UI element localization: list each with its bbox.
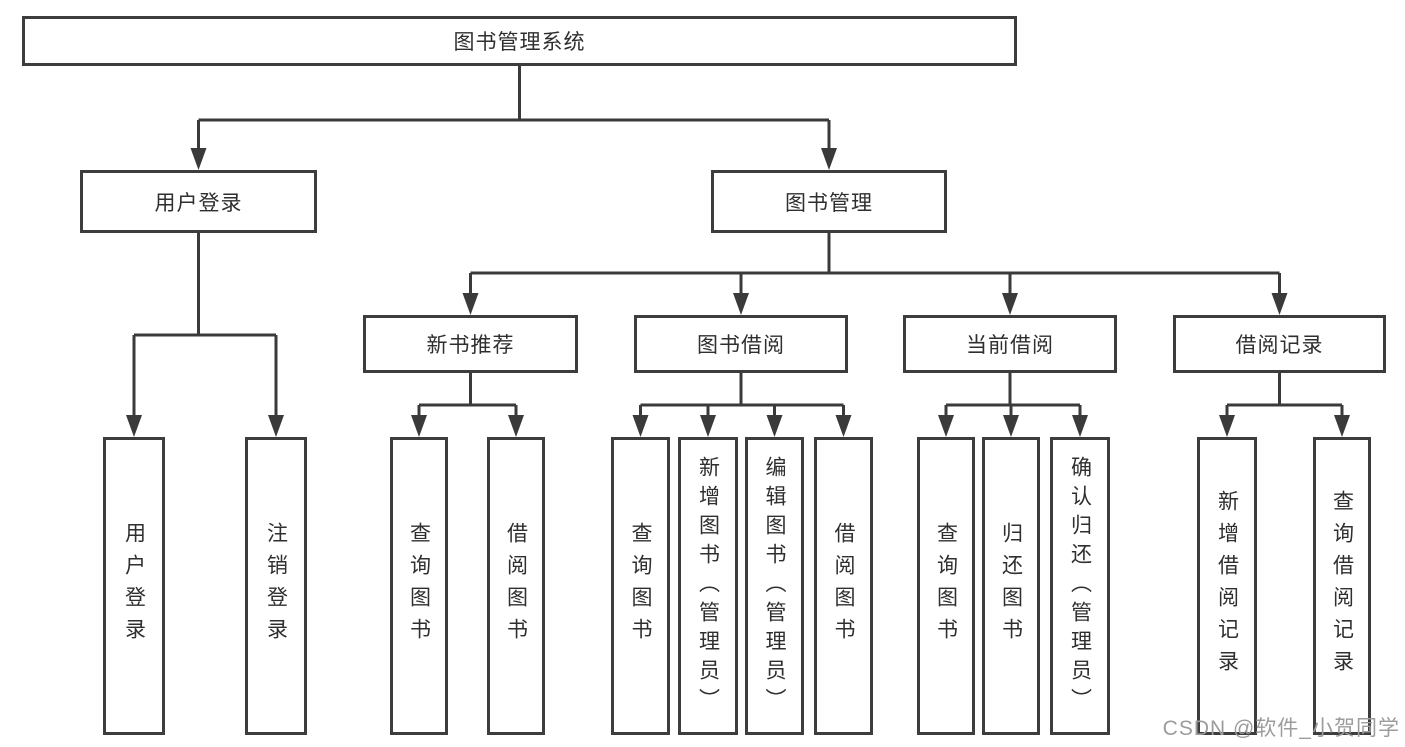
arrowheads-mgmt-branch bbox=[462, 293, 1288, 315]
leaf-label: 用户登录 bbox=[122, 522, 146, 650]
connector-records-branch bbox=[1225, 373, 1344, 417]
arrowheads-current-branch bbox=[938, 415, 1088, 437]
leaf-label: 查询图书 bbox=[407, 522, 431, 650]
leaf-label: 新增图书（管理员） bbox=[696, 455, 720, 717]
node-leaf-current-query: 查询图书 bbox=[917, 437, 975, 735]
node-leaf-user-login: 用户登录 bbox=[103, 437, 165, 735]
node-book-borrowing: 图书借阅 bbox=[634, 315, 848, 373]
node-book-management: 图书管理 bbox=[711, 170, 947, 233]
leaf-label: 归还图书 bbox=[999, 522, 1023, 650]
connector-login-branch bbox=[132, 233, 278, 417]
node-leaf-borrow-add-admin: 新增图书（管理员） bbox=[678, 437, 738, 735]
node-leaf-borrow-query: 查询图书 bbox=[611, 437, 670, 735]
node-leaf-current-return: 归还图书 bbox=[982, 437, 1040, 735]
node-leaf-current-confirm-admin: 确认归还（管理员） bbox=[1050, 437, 1110, 735]
leaf-label: 查询图书 bbox=[934, 522, 958, 650]
leaf-label: 借阅图书 bbox=[832, 522, 855, 650]
arrowheads-records-branch bbox=[1219, 415, 1350, 437]
arrowheads-root-branch bbox=[190, 148, 837, 170]
node-leaf-records-query: 查询借阅记录 bbox=[1313, 437, 1371, 735]
connector-mgmt-branch bbox=[469, 233, 1281, 295]
connector-borrow-branch bbox=[639, 373, 845, 417]
leaf-label: 确认归还（管理员） bbox=[1068, 455, 1092, 717]
node-leaf-borrow-edit-admin: 编辑图书（管理员） bbox=[745, 437, 804, 735]
node-user-login: 用户登录 bbox=[80, 170, 317, 233]
connector-root-branch bbox=[197, 66, 831, 150]
node-leaf-borrow-lend: 借阅图书 bbox=[814, 437, 873, 735]
node-root: 图书管理系统 bbox=[22, 16, 1017, 66]
arrowheads-newbook-branch bbox=[411, 415, 524, 437]
node-leaf-logout: 注销登录 bbox=[245, 437, 307, 735]
leaf-label: 新增借阅记录 bbox=[1215, 490, 1239, 682]
leaf-label: 借阅图书 bbox=[504, 522, 528, 650]
connector-newbook-branch bbox=[417, 373, 518, 417]
node-current-borrowing: 当前借阅 bbox=[903, 315, 1117, 373]
node-leaf-newbook-query: 查询图书 bbox=[390, 437, 448, 735]
csdn-watermark: CSDN @软件_小贺同学 bbox=[1162, 717, 1400, 740]
arrowheads-borrow-branch bbox=[632, 415, 852, 437]
leaf-label: 查询图书 bbox=[629, 522, 652, 650]
leaf-label: 注销登录 bbox=[264, 522, 288, 650]
leaf-label: 查询借阅记录 bbox=[1330, 490, 1354, 682]
node-leaf-records-add: 新增借阅记录 bbox=[1197, 437, 1257, 735]
leaf-label: 编辑图书（管理员） bbox=[763, 455, 786, 717]
node-leaf-newbook-borrow: 借阅图书 bbox=[487, 437, 545, 735]
node-borrowing-records: 借阅记录 bbox=[1173, 315, 1386, 373]
connector-current-branch bbox=[944, 373, 1082, 417]
arrowheads-login-branch bbox=[126, 415, 284, 437]
node-new-book-recommend: 新书推荐 bbox=[363, 315, 578, 373]
